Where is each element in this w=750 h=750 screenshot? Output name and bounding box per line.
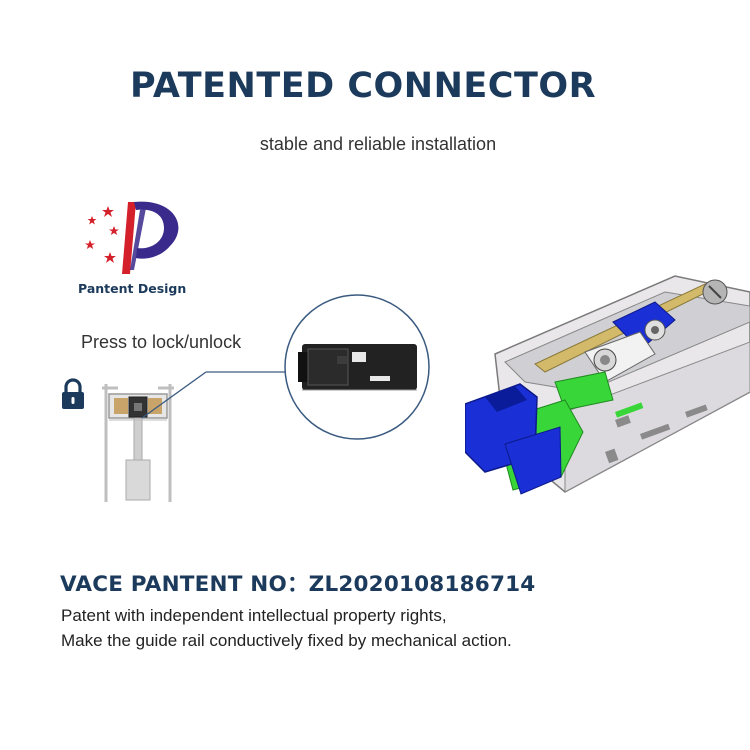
- patent-design-logo: [85, 201, 179, 274]
- logo-text: Pantent Design: [78, 281, 187, 296]
- page-title: PATENTED CONNECTOR: [129, 66, 597, 106]
- patent-description-line: Make the guide rail conductively fixed b…: [61, 631, 512, 650]
- rail-cross-section: [102, 384, 174, 502]
- patent-description-line: Patent with independent intellectual pro…: [61, 606, 447, 625]
- padlock-icon: [62, 378, 84, 409]
- connector-3d-illustration: [465, 275, 750, 495]
- press-lock-label: Press to lock/unlock: [81, 332, 242, 352]
- page-subtitle: stable and reliable installation: [259, 134, 497, 154]
- star-icon: [85, 206, 119, 263]
- zoom-detail-circle: [284, 294, 430, 440]
- patent-number: VACE PANTENT NO：ZL2020108186714: [60, 572, 536, 597]
- callout-line: [141, 371, 295, 419]
